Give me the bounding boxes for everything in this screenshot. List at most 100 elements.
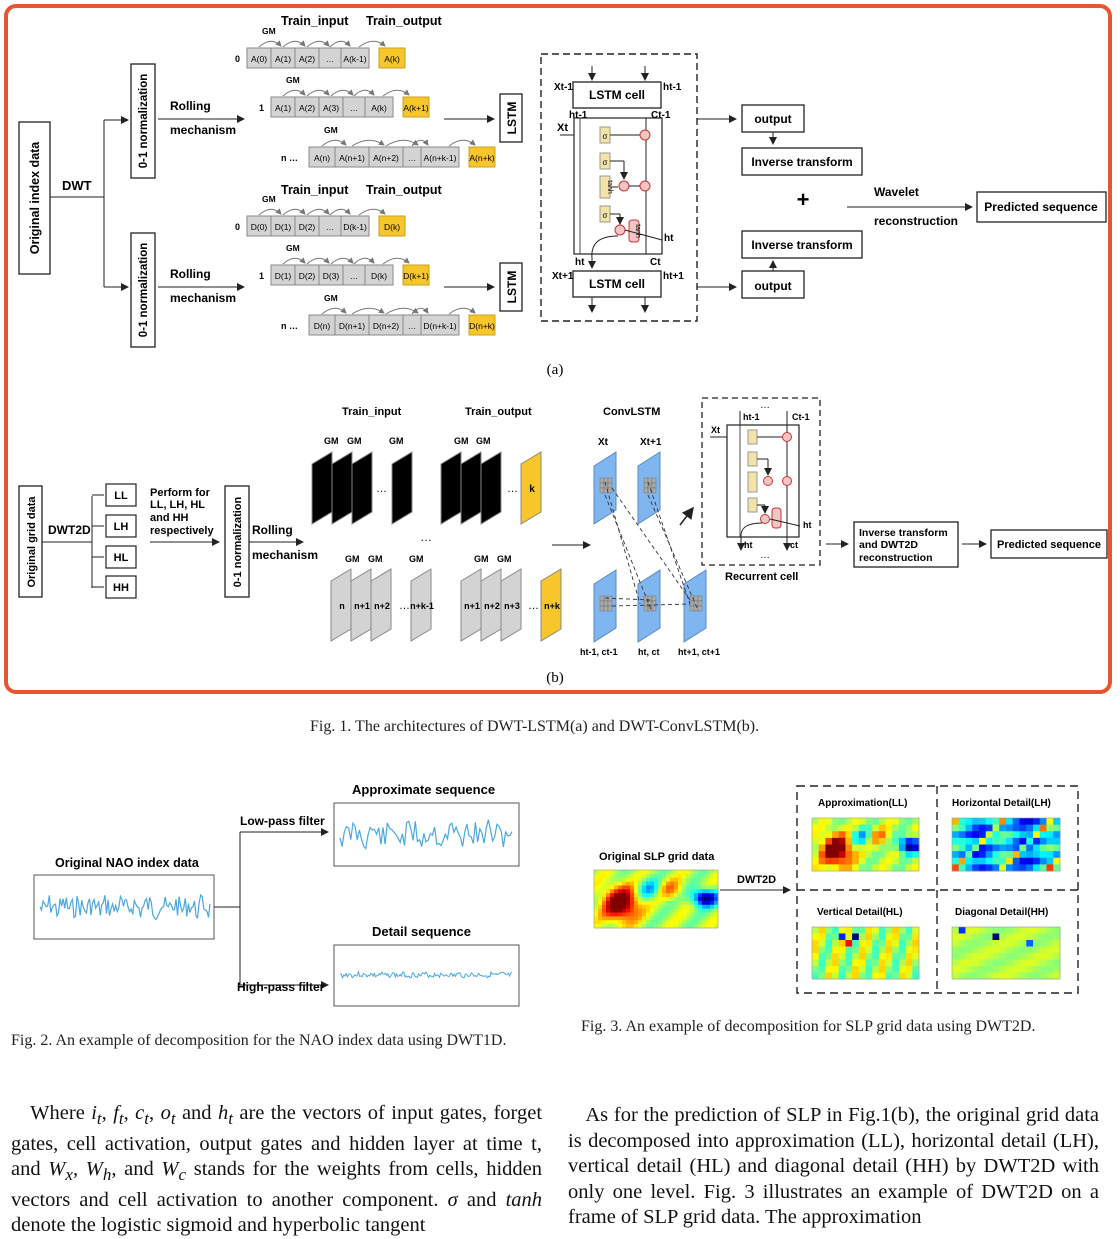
b-subband-lh: LH [114,521,129,533]
a-train-output-top: Train_output [366,14,443,28]
a-seq-cell-label: A(n+2) [373,153,399,163]
b-dwt2d: DWT2D [48,523,91,537]
b-perform-3: respectively [150,525,214,537]
b-rc-x: Xt [711,425,720,435]
b-dots: … [528,600,539,612]
a-xt-plus: Xt+1 [552,271,574,282]
a-gm-label: GM [262,26,276,36]
b-subband-hl: HL [114,552,129,564]
fig3-original-map [593,869,719,929]
a-seq-target [468,146,496,168]
a-train-input-bottom: Train_input [281,183,349,197]
fig3-dwt2d: DWT2D [737,874,776,886]
b-mechanism: mechanism [252,548,318,562]
a-gate-o: σ [603,211,608,220]
a-gm-label: GM [324,293,338,303]
b-perform-0: Perform for [150,487,211,499]
fig3-diagonal-label: Diagonal Detail(HH) [955,907,1048,918]
a-seq-cell [340,47,370,69]
a-seq-cell-label: D(3) [323,271,340,281]
a-norm-label-top: 0-1 normalization [138,74,150,169]
a-ct-minus: Ct-1 [651,110,671,121]
a-seq-cell [364,264,394,286]
a-lstm-bottom: LSTM [505,271,519,304]
a-gate-i: σ [603,158,608,167]
a-seq-cell-label: … [350,103,359,113]
b-frame-label: n+2 [484,601,500,611]
a-gate-tanh: tanh [606,180,613,194]
a-seq-cell-label: D(2) [299,222,316,232]
a-row-index: 1 [259,103,264,113]
a-seq-cell-label: D(0) [251,222,268,232]
b-train-input: Train_input [342,406,402,418]
a-gm-label: GM [262,194,276,204]
a-lstm-cell-top: LSTM cell [589,88,645,102]
a-inverse-top: Inverse transform [751,155,852,169]
figure-3: Original SLP grid data DWT2D Approximati… [593,785,1079,994]
b-frame-label: n+k [544,601,561,611]
b-frame [391,451,413,525]
a-inverse-bottom: Inverse transform [751,238,852,252]
b-frame [540,568,562,642]
b-dots: … [399,600,410,612]
paragraph-left: Where it, ft, ct, ot and ht are the vect… [11,1102,543,1237]
b-rc-c-prev: Ct-1 [792,412,810,422]
b-frame-label: n [339,601,345,611]
a-gm-label: GM [286,75,300,85]
a-seq-cell [364,96,394,118]
a-seq-cell [420,146,460,168]
b-xt1: Xt+1 [640,437,662,448]
b-subband-hh: HH [113,582,129,594]
b-frame [520,451,542,525]
a-row-index: 0 [235,222,240,232]
a-mechanism-bottom: mechanism [170,291,236,305]
b-rc-h: ht [744,540,753,550]
a-predicted: Predicted sequence [984,200,1098,214]
a-seq-cell-label: … [326,54,335,64]
a-xt: Xt [557,122,568,134]
a-seq-cell-label: D(k-1) [343,222,367,232]
b-frame-label: n+1 [464,601,480,611]
b-dots: … [376,483,387,495]
a-seq-target [402,264,430,286]
a-seq-cell-label: A(n) [314,153,330,163]
b-frame [500,568,522,642]
fig3-horizontal-label: Horizontal Detail(LH) [952,798,1051,809]
b-perform-2: and HH [150,512,189,524]
a-seq-cell-label: A(3) [323,103,339,113]
b-frame-label: n+2 [374,601,390,611]
a-seq-cell-label: D(1) [275,271,292,281]
b-gm-label: GM [345,554,360,564]
b-hidden-2: ht+1, ct+1 [678,647,720,657]
a-output-top: output [754,112,791,126]
a-seq-target-label: A(k) [384,54,400,64]
fig3-hl-map [811,926,920,980]
b-frame [351,451,373,525]
a-seq-cell-label: A(2) [299,54,315,64]
fig3-ll-map [811,817,920,872]
figure-2-caption: Fig. 2. An example of decomposition for … [11,1032,507,1049]
b-inverse-2: reconstruction [859,552,933,564]
a-sequence-rows: 0GMA(0)A(1)A(2)…A(k-1)A(k)1GMA(1)A(2)A(3… [235,26,496,336]
a-mechanism-top: mechanism [170,123,236,137]
b-frame-label: 3 [489,484,495,495]
b-convlstm-frames [593,451,707,643]
a-seq-cell-label: D(n+k-1) [423,321,456,331]
b-frame [410,568,432,642]
a-row-index: n … [281,153,298,163]
b-subband-box [105,545,137,569]
b-perform-1: LL, LH, HL [150,499,205,511]
a-xt-minus: Xt-1 [554,82,573,93]
b-rc-dots-bottom: … [760,550,770,561]
a-seq-cell-label: A(0) [251,54,267,64]
b-gm-label: GM [368,554,383,564]
a-seq-cell-label: D(n+2) [373,321,399,331]
a-row-index: 1 [259,271,264,281]
b-gm-label: GM [497,554,512,564]
a-seq-cell [340,215,370,237]
fig2-original-signal [39,893,211,921]
fig3-approx-label: Approximation(LL) [818,798,907,809]
a-seq-cell-label: A(k-1) [343,54,366,64]
